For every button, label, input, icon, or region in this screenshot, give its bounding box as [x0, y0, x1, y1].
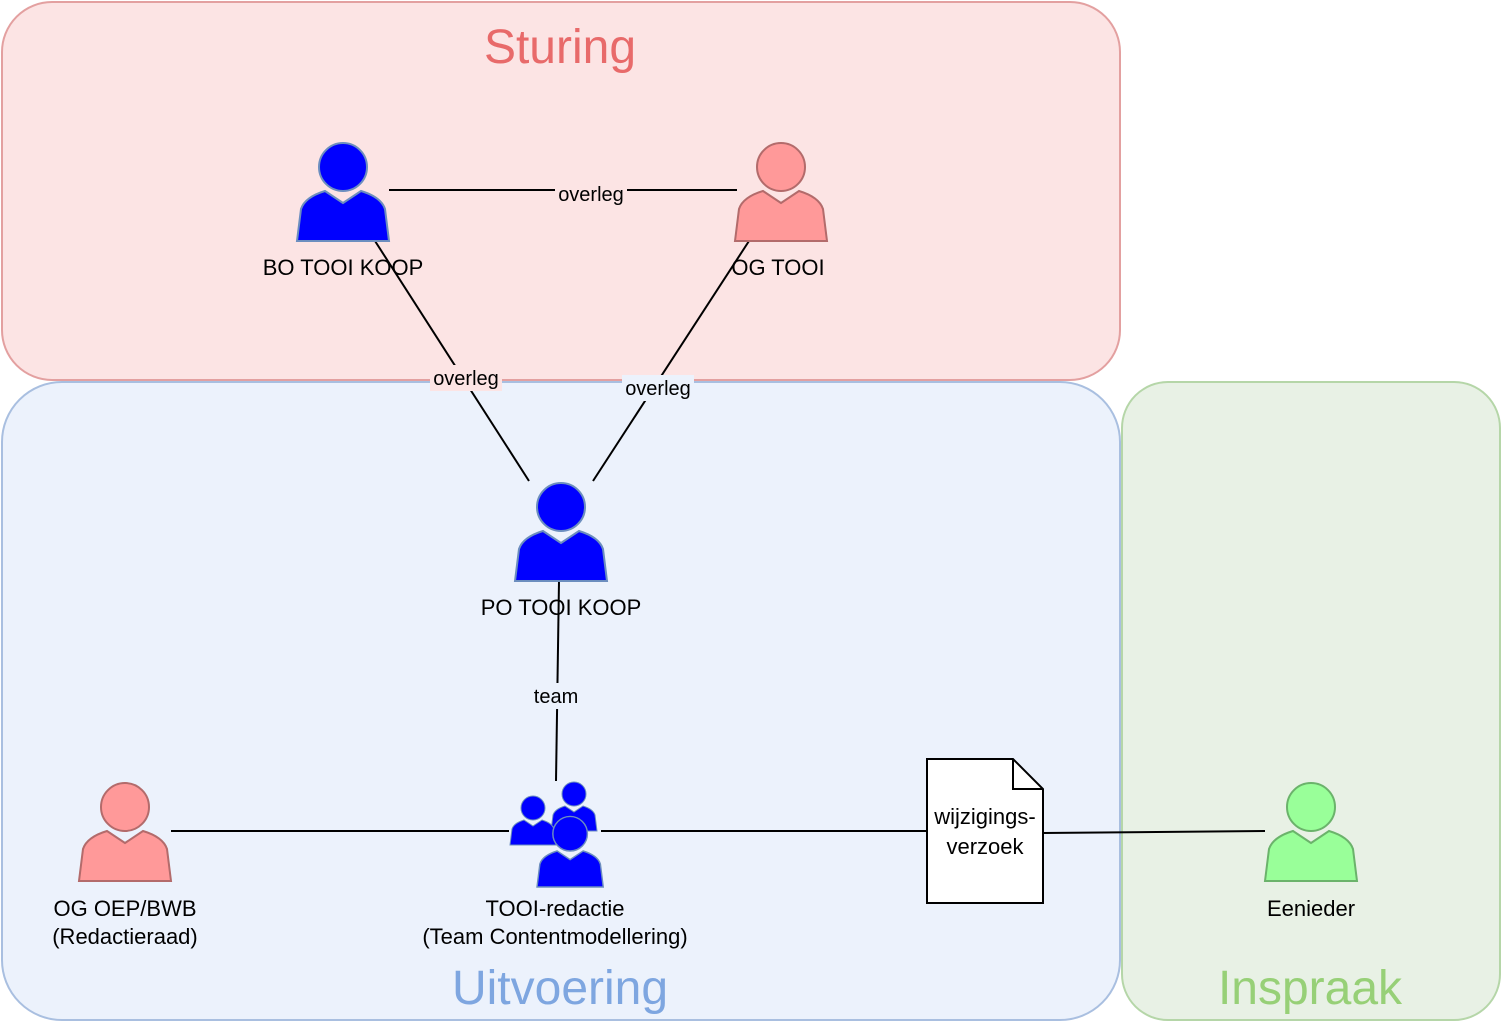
group-inspraak — [1121, 381, 1501, 1021]
edge-label-bo-po: overleg — [433, 368, 499, 390]
actor-label-bo-tooi-koop: BO TOOI KOOP — [263, 255, 424, 280]
team-label-line1: TOOI-redactie — [486, 896, 625, 921]
group-title-sturing: Sturing — [484, 21, 636, 74]
group-title-inspraak: Inspraak — [1218, 962, 1403, 1015]
edge-label-po-redactie: team — [534, 686, 578, 708]
document-wijzigingsverzoek: wijzigings- verzoek — [926, 758, 1044, 904]
document-label-line2: verzoek — [946, 834, 1024, 859]
team-label-line2: (Team Contentmodellering) — [422, 924, 687, 949]
edge-og-po — [592, 240, 750, 482]
group-title-uitvoering: Uitvoering — [452, 962, 668, 1015]
edge-label-bg — [430, 365, 502, 391]
edge-po-redactie — [555, 580, 560, 782]
edge-label-bg — [622, 375, 694, 401]
edge-label-bo-og: overleg — [558, 184, 624, 206]
edge-label-og-po: overleg — [625, 378, 691, 400]
actor-label-eenieder: Eenieder — [1267, 896, 1355, 921]
document-label-line1: wijzigings- — [933, 804, 1035, 829]
document-fold — [1012, 759, 1043, 790]
actor-label-po-tooi-koop: PO TOOI KOOP — [481, 595, 642, 620]
actor-label-og-oep-line1: OG OEP/BWB — [53, 896, 196, 921]
edge-label-bg — [555, 180, 627, 206]
edge-bo-po — [374, 240, 530, 482]
edge-document-eenieder — [1042, 830, 1266, 834]
actor-label-og-oep-line2: (Redactieraad) — [52, 924, 198, 949]
edge-label-bg — [531, 683, 581, 709]
document-icon — [926, 758, 1044, 904]
actor-label-og-tooi: OG TOOI — [731, 255, 824, 280]
